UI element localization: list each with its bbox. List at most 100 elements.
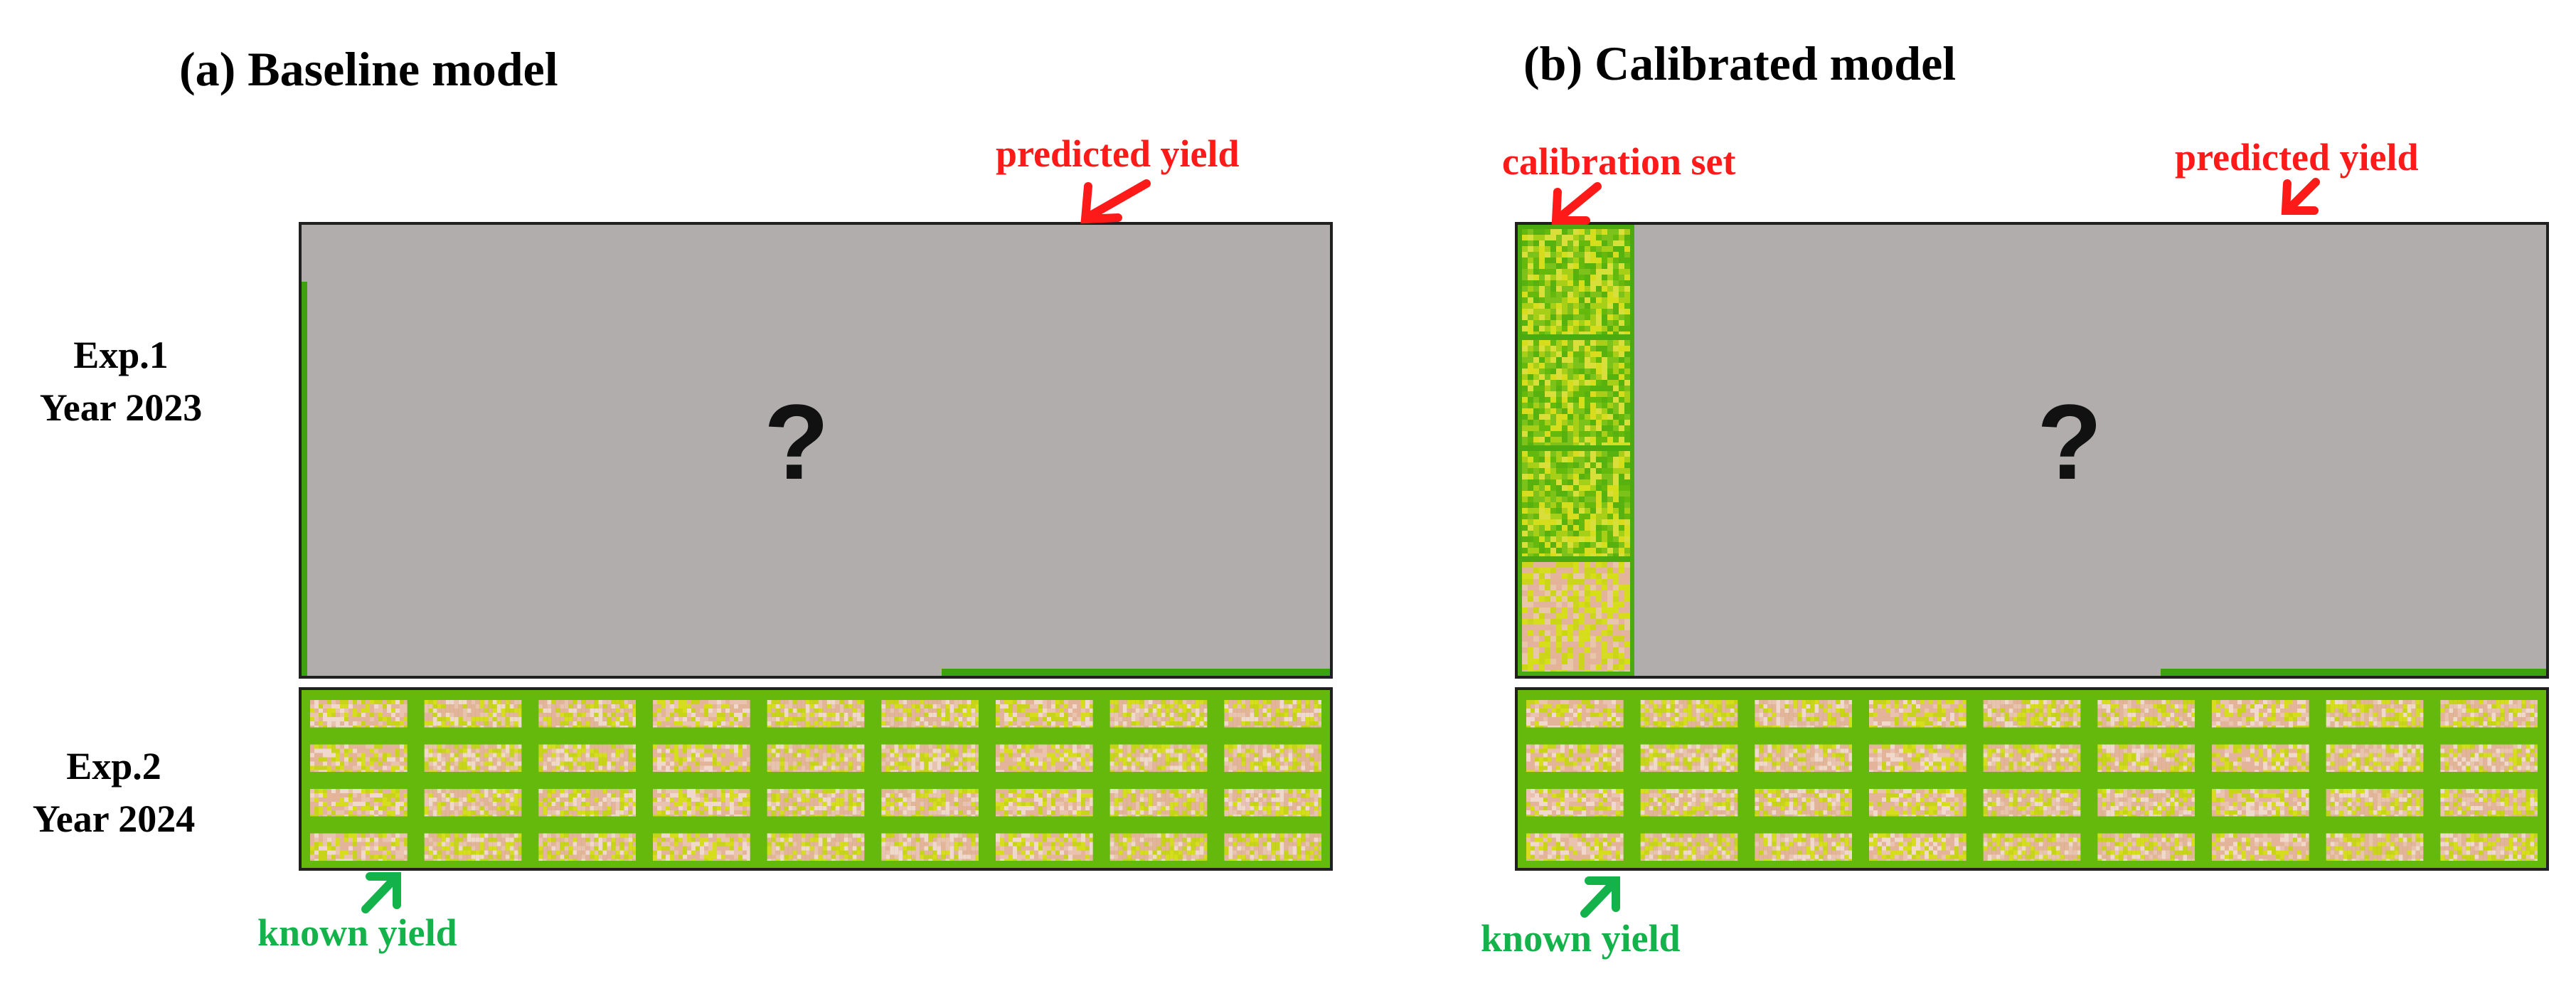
panel-a-exp2-field — [299, 687, 1333, 871]
row-label-exp2: Exp.2 Year 2024 — [7, 740, 220, 845]
panel-b-exp2-field — [1515, 687, 2549, 871]
field-plot — [2097, 789, 2195, 817]
field-plot — [881, 744, 979, 772]
row-label-exp2-name: Exp.2 — [66, 745, 161, 788]
field-plot — [881, 833, 979, 861]
panel-a-exp1-masked-field: ? — [299, 222, 1333, 679]
field-plot — [767, 789, 865, 817]
calibration-plot-block — [1522, 229, 1630, 334]
field-plot — [310, 789, 408, 817]
field-plot — [310, 744, 408, 772]
panel-b-calibration-set-label: calibration set — [1502, 140, 1736, 183]
field-plot — [1526, 789, 1624, 817]
field-plot — [1640, 700, 1738, 728]
panel-b-known-yield-label: known yield — [1481, 917, 1681, 960]
field-plot — [1755, 700, 1852, 728]
field-plot — [767, 744, 865, 772]
panel-a-known-arrow-icon — [361, 872, 401, 913]
panel-a-title: (a) Baseline model — [179, 42, 558, 96]
field-plot — [996, 833, 1093, 861]
panel-b-exp1-green-edge-bottom — [2161, 669, 2546, 676]
field-plot — [767, 833, 865, 861]
field-plot — [1755, 789, 1852, 817]
field-plot — [1224, 700, 1321, 728]
field-plot — [1109, 833, 1208, 861]
field-plot — [1109, 789, 1208, 817]
field-plot — [1109, 744, 1208, 772]
field-plot — [310, 700, 408, 728]
panel-a-question-mark: ? — [764, 382, 829, 502]
field-plot — [2212, 700, 2309, 728]
panel-b-predicted-arrow-icon — [2281, 178, 2320, 215]
field-plot — [1526, 700, 1624, 728]
field-plot — [2097, 744, 2195, 772]
row-label-exp1-name: Exp.1 — [73, 334, 169, 376]
panel-a-predicted-yield-label: predicted yield — [996, 132, 1240, 175]
field-plot — [1869, 789, 1966, 817]
field-plot — [2326, 833, 2424, 861]
field-plot — [2326, 744, 2424, 772]
field-plot — [538, 789, 636, 817]
field-plot — [1755, 833, 1852, 861]
field-plot — [1109, 700, 1208, 728]
field-plot — [881, 700, 979, 728]
field-plot — [310, 833, 408, 861]
calibration-set-image — [1518, 225, 1634, 676]
field-plot — [1869, 700, 1966, 728]
field-plot — [1224, 744, 1321, 772]
panel-a-exp1-green-edge-bottom — [942, 669, 1330, 676]
field-plot — [996, 744, 1093, 772]
field-plot — [1869, 744, 1966, 772]
field-plot — [1983, 789, 2081, 817]
panel-a-known-yield-label: known yield — [257, 911, 457, 954]
panel-b-predicted-yield-label: predicted yield — [2175, 136, 2419, 179]
field-plot — [1526, 833, 1624, 861]
field-plot — [538, 700, 636, 728]
row-label-exp1-year: Year 2023 — [39, 386, 203, 429]
field-plot — [2326, 789, 2424, 817]
field-plot — [1224, 789, 1321, 817]
field-plot — [881, 789, 979, 817]
row-label-exp1: Exp.1 Year 2023 — [14, 329, 228, 434]
field-plot — [2097, 700, 2195, 728]
field-plot — [1983, 700, 2081, 728]
field-plot — [653, 789, 750, 817]
field-plot — [2440, 700, 2538, 728]
field-plot — [1983, 833, 2081, 861]
calibration-plot-block — [1522, 340, 1630, 445]
field-plot — [2097, 833, 2195, 861]
panel-b-exp2-field-image — [1518, 690, 2546, 868]
field-plot — [996, 700, 1093, 728]
field-plot — [2212, 789, 2309, 817]
calibration-set-strip — [1518, 225, 1634, 676]
field-plot — [2326, 700, 2424, 728]
field-plot — [1224, 833, 1321, 861]
panel-b-calibration-arrow-icon — [1551, 182, 1602, 225]
field-plot — [1869, 833, 1966, 861]
panel-b-exp1-field: ? — [1515, 222, 2549, 679]
calibration-plot-block — [1522, 562, 1630, 672]
field-plot — [1983, 744, 2081, 772]
field-plot — [1640, 789, 1738, 817]
field-plot — [1526, 744, 1624, 772]
field-plot — [2440, 833, 2538, 861]
panel-a-exp1-green-edge-left — [302, 282, 307, 676]
field-plot — [538, 744, 636, 772]
field-plot — [767, 700, 865, 728]
field-plot — [424, 744, 522, 772]
panel-b-known-arrow-icon — [1580, 876, 1620, 918]
field-plot — [1755, 744, 1852, 772]
panel-a-exp2-field-image — [302, 690, 1330, 868]
field-plot — [653, 833, 750, 861]
panel-a-predicted-arrow-icon — [1080, 179, 1151, 224]
field-plot — [2212, 833, 2309, 861]
field-plot — [538, 833, 636, 861]
field-plot — [2440, 744, 2538, 772]
field-plot — [653, 700, 750, 728]
field-plot — [996, 789, 1093, 817]
field-plot — [653, 744, 750, 772]
field-plot — [2212, 744, 2309, 772]
panel-b-question-mark: ? — [2037, 382, 2102, 502]
field-plot — [424, 789, 522, 817]
row-label-exp2-year: Year 2024 — [32, 797, 196, 840]
